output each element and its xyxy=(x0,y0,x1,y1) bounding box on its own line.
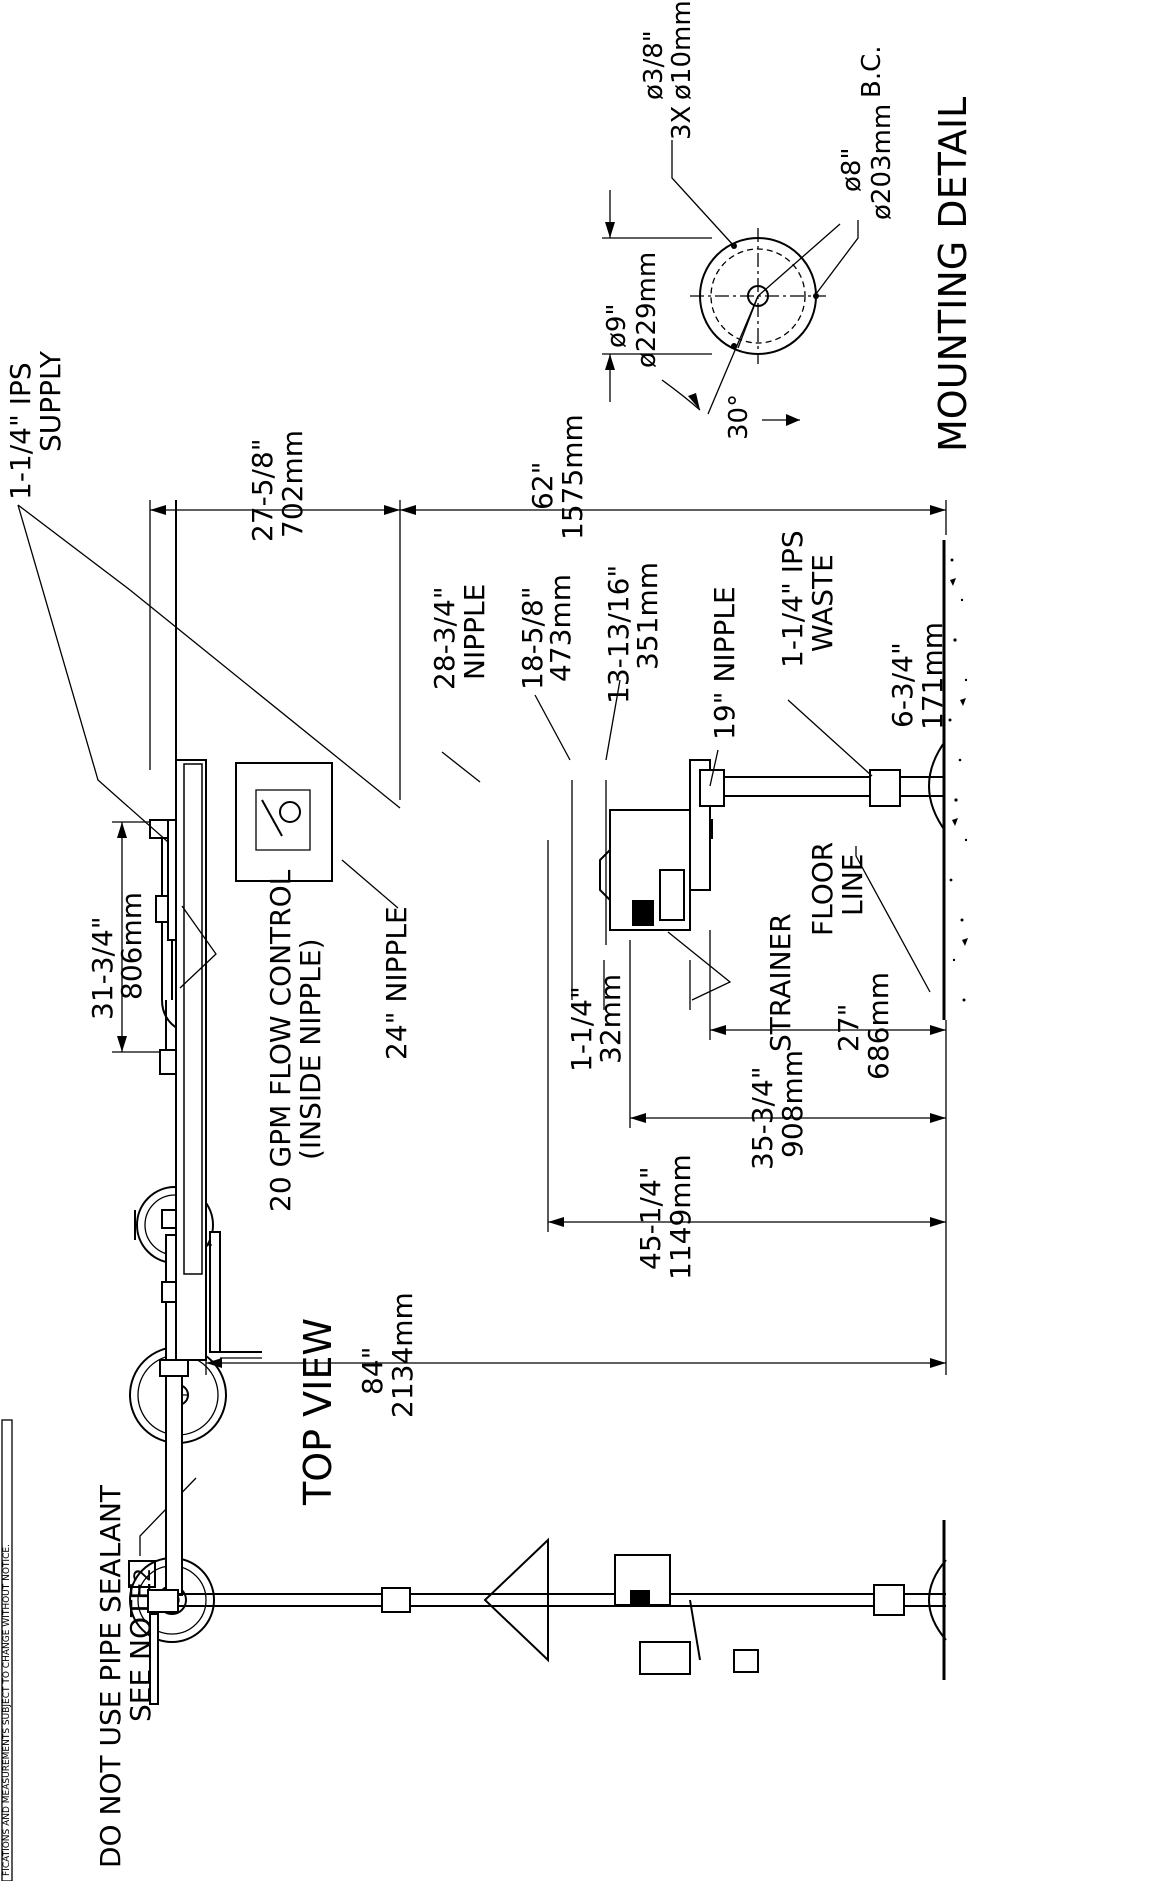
dim-634-in: 6-3/4" xyxy=(886,642,919,728)
hole-mm: ø10mm xyxy=(667,0,697,100)
disclaimer-box xyxy=(1,1419,13,1881)
dim-1-mm: 32mm xyxy=(594,974,627,1064)
leader-lines xyxy=(17,504,931,1001)
dim-27-mm: 686mm xyxy=(862,972,895,1080)
nipple-2834-line1: 28-3/4" xyxy=(428,586,461,690)
safety-stripes xyxy=(183,763,203,1275)
dim-2758-mm: 702mm xyxy=(276,430,309,538)
dim-634-mm: 171mm xyxy=(916,622,949,730)
floor-line-label-2: LINE xyxy=(836,854,869,917)
dim-35-in: 35-3/4" xyxy=(746,1066,779,1170)
sealant-note-line1: DO NOT USE PIPE SEALANT xyxy=(94,1484,127,1868)
dim-45-in: 45-1/4" xyxy=(634,1166,667,1270)
dim-45-mm: 1149mm xyxy=(664,1154,697,1280)
nipple-2834-line2: NIPPLE xyxy=(458,584,491,680)
floor-line-label-1: FLOOR xyxy=(806,842,839,936)
dim-1-in: 1-1/4" xyxy=(565,986,598,1072)
disclaimer-text: FICATIONS AND MEASUREMENTS SUBJECT TO CH… xyxy=(2,1544,12,1876)
dim-1313-mm: 351mm xyxy=(631,562,664,670)
supply-label-2: SUPPLY xyxy=(34,350,67,452)
supply-label-1: 1-1/4" IPS xyxy=(4,362,37,500)
dim-1313-in: 13-13/16" xyxy=(602,565,635,704)
mounting-detail-title: MOUNTING DETAIL xyxy=(931,97,975,452)
note-number: 2 xyxy=(131,1568,156,1582)
dim-2758-in: 27-5/8" xyxy=(246,438,279,542)
angle-30: 30° xyxy=(724,394,754,440)
dim-1858-in: 18-5/8" xyxy=(516,586,549,690)
bc-mm: ø203mm xyxy=(867,104,897,220)
bc-in: ø8" xyxy=(837,148,867,192)
top-view-title: TOP VIEW xyxy=(296,1318,340,1506)
waste-label-1: 1-1/4" IPS xyxy=(776,530,809,668)
side-elevation-drawing xyxy=(147,1520,947,1705)
dim-62-mm: 1575mm xyxy=(556,414,589,540)
dia9-in: ø9" xyxy=(602,304,632,348)
waste-label-2: WASTE xyxy=(806,554,839,652)
dim-31-in: 31-3/4" xyxy=(86,916,119,1020)
bc-suffix: B.C. xyxy=(857,45,887,98)
nipple-19-label: 19" NIPPLE xyxy=(708,586,741,740)
dia9-mm: ø229mm xyxy=(632,252,662,368)
floor-hatch xyxy=(942,530,972,1880)
flow-control-line1: 20 GPM FLOW CONTROL xyxy=(264,869,297,1212)
dim-35-mm: 908mm xyxy=(776,1050,809,1158)
dim-27-in: 27" xyxy=(832,1003,865,1052)
mounting-detail-drawing xyxy=(602,140,859,426)
dim-84-in: 84" xyxy=(356,1346,389,1395)
eyewash-sign xyxy=(235,762,333,882)
dim-31-mm: 806mm xyxy=(115,892,148,1000)
flow-control-line2: (INSIDE NIPPLE) xyxy=(294,939,327,1161)
dim-62-in: 62" xyxy=(526,461,559,510)
strainer-label: STRAINER xyxy=(764,913,797,1052)
dim-1858-mm: 473mm xyxy=(544,574,577,682)
holes-count: 3X xyxy=(667,106,697,140)
hole-in: ø3/8" xyxy=(639,30,669,100)
nipple-24-label: 24" NIPPLE xyxy=(380,906,413,1060)
dim-84-mm: 2134mm xyxy=(386,1292,419,1418)
dimension-lines xyxy=(112,500,947,1375)
note-number-box xyxy=(128,1560,156,1588)
